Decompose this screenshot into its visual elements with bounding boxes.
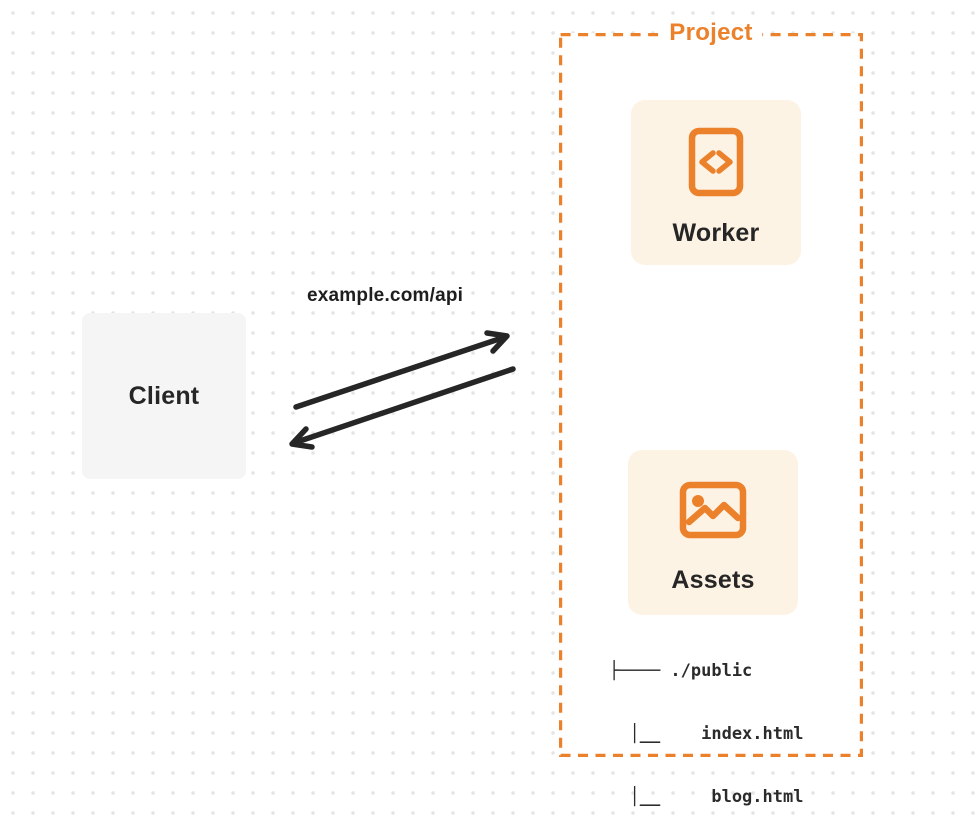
worker-label: Worker: [672, 219, 760, 247]
project-boundary: Project Worker Assets: [559, 19, 863, 807]
assets-node: Assets: [628, 450, 798, 615]
request-arrow: [293, 330, 510, 410]
client-node: Client: [82, 313, 246, 479]
file-tree-line-blog: │__ blog.html: [609, 787, 804, 807]
file-tree: ├──── ./public │__ index.html │__ blog.h…: [609, 619, 803, 818]
request-url-label: example.com/api: [307, 285, 464, 306]
worker-node: Worker: [631, 100, 801, 265]
client-label: Client: [128, 381, 200, 410]
image-icon: [679, 481, 747, 539]
response-arrow: [289, 366, 516, 450]
file-tree-line-root: ├──── ./public: [609, 661, 753, 681]
project-dashed-border: [559, 33, 863, 757]
project-label: Project: [659, 19, 763, 47]
assets-label: Assets: [671, 566, 755, 594]
code-file-icon: [688, 127, 744, 197]
file-tree-line-index: │__ index.html: [609, 724, 804, 744]
